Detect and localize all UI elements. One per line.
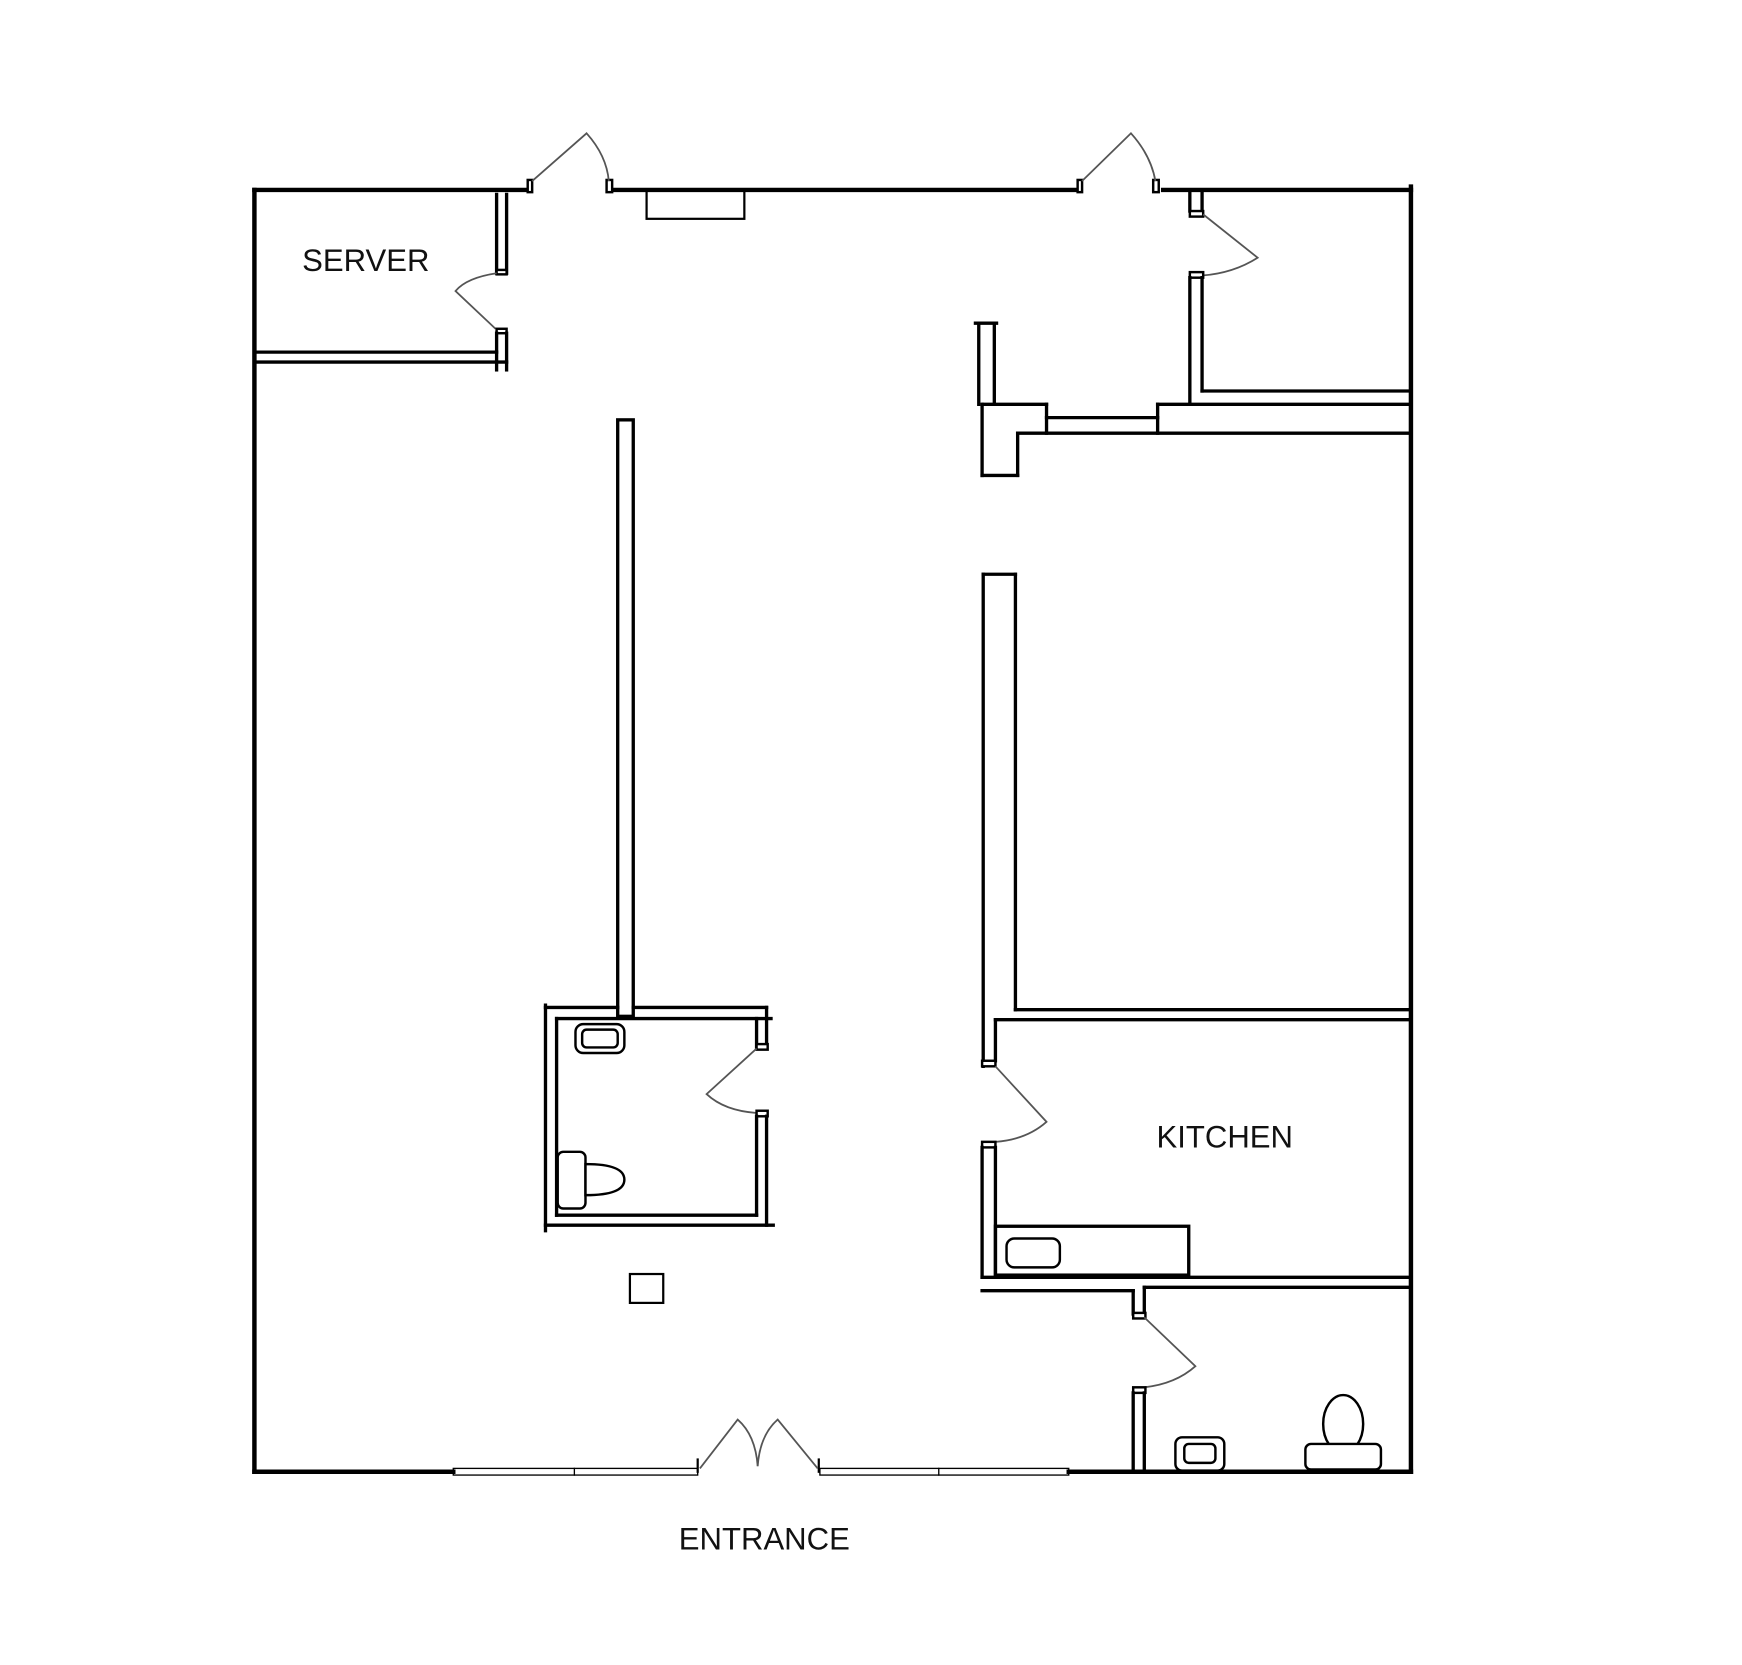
storefront-windows bbox=[452, 1467, 1070, 1476]
door-jamb bbox=[495, 268, 508, 276]
top-right-office-door[interactable] bbox=[1202, 213, 1260, 277]
wall-pier bbox=[973, 321, 1049, 478]
restroom-center bbox=[543, 1003, 775, 1233]
wall-cabinet bbox=[645, 188, 746, 220]
kitchen-sink bbox=[1005, 1237, 1062, 1269]
door-swing-left bbox=[699, 1418, 759, 1469]
door-jamb bbox=[1131, 1311, 1147, 1320]
restroom-right bbox=[1131, 1285, 1383, 1472]
door-jamb bbox=[526, 178, 534, 194]
entrance-double-door[interactable] bbox=[696, 1418, 820, 1473]
restroom-right-door[interactable] bbox=[1143, 1316, 1197, 1389]
office-top-right bbox=[1015, 191, 1411, 435]
door-swing bbox=[1081, 132, 1157, 182]
sink-basin bbox=[580, 1028, 619, 1049]
door-swing bbox=[531, 132, 610, 182]
door-jamb bbox=[1151, 178, 1160, 194]
restroom-right-toilet-tank bbox=[1304, 1442, 1383, 1471]
door-jamb bbox=[605, 178, 614, 194]
kitchen-door[interactable] bbox=[994, 1065, 1048, 1143]
door-jamb bbox=[495, 327, 508, 335]
entrance-label: ENTRANCE bbox=[679, 1521, 850, 1556]
restroom-center-door[interactable] bbox=[705, 1047, 758, 1114]
floor-column bbox=[628, 1272, 665, 1305]
door-jamb bbox=[980, 1140, 997, 1149]
door-swing-right bbox=[756, 1418, 819, 1469]
server-door[interactable] bbox=[454, 272, 497, 330]
window-left bbox=[452, 1467, 699, 1476]
partition-left bbox=[616, 418, 635, 1018]
restroom-center-toilet-bowl bbox=[584, 1162, 626, 1197]
kitchen-label: KITCHEN bbox=[1157, 1119, 1293, 1154]
rear-door-left[interactable] bbox=[526, 132, 614, 194]
kitchen: KITCHEN bbox=[980, 1059, 1411, 1293]
door-jamb bbox=[755, 1109, 769, 1118]
door-jamb bbox=[980, 1059, 997, 1068]
partition-right bbox=[981, 572, 1411, 1068]
door-jamb bbox=[1131, 1386, 1147, 1395]
kitchen-counter bbox=[993, 1224, 1191, 1277]
restroom-center-toilet-tank bbox=[556, 1150, 587, 1210]
server-label: SERVER bbox=[302, 243, 429, 278]
sink-basin bbox=[1183, 1442, 1217, 1465]
door-jamb bbox=[1076, 178, 1084, 194]
door-jamb bbox=[755, 1042, 769, 1051]
door-jamb bbox=[1188, 270, 1205, 279]
server-room: SERVER bbox=[254, 192, 509, 372]
door-jamb bbox=[1188, 209, 1205, 218]
window-right bbox=[819, 1467, 1070, 1476]
rear-door-right[interactable] bbox=[1076, 132, 1160, 194]
